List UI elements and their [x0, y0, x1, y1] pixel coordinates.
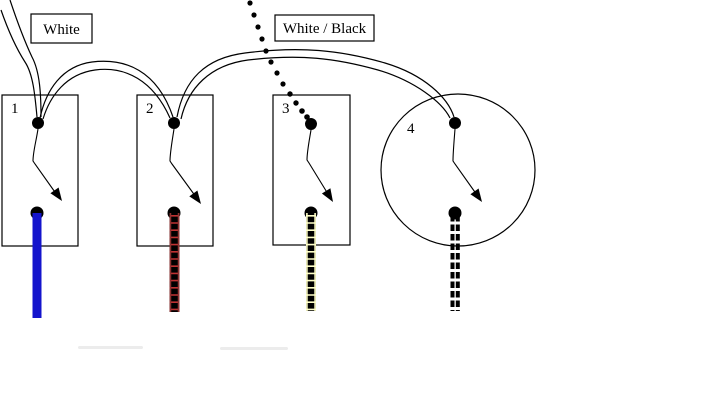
- wire-dot: [255, 24, 261, 30]
- switch-3-arm: [306, 129, 329, 195]
- switch-4-arm: [452, 128, 478, 196]
- wire-dot: [274, 70, 280, 76]
- traveler-wire-pair-1-2: [39, 60, 174, 120]
- switch-4-circle: [380, 93, 536, 247]
- wire-dot: [263, 48, 269, 54]
- switch-3: 3: [282, 101, 333, 311]
- switch-2-number: 2: [146, 101, 154, 117]
- faint-mark-left: [78, 346, 143, 349]
- wire-black-core: [169, 213, 180, 312]
- wire-dot: [259, 36, 265, 42]
- wire-dot: [247, 0, 253, 6]
- wire-dot: [280, 81, 286, 87]
- switch-1-top-terminal-dot: [32, 117, 44, 129]
- switch-3-arrow-icon: [321, 188, 333, 202]
- traveler-wire-line: [42, 68, 171, 120]
- switch-4-dashed-wire: [450, 215, 460, 311]
- feed-wire-line: [0, 9, 38, 118]
- switch-1-arm: [32, 128, 58, 196]
- wire-dot: [268, 59, 274, 65]
- switch-2: 2: [146, 101, 201, 312]
- switch-4-arrow-icon: [470, 188, 482, 202]
- wire-black-core: [306, 213, 316, 311]
- white-black-label-text: White / Black: [283, 21, 367, 37]
- switch-2-arm: [169, 128, 197, 198]
- switch-3-yellow-ladder-wire: [306, 213, 316, 311]
- traveler-wire-line: [176, 48, 455, 118]
- switch-2-red-ladder-wire: [169, 213, 180, 312]
- white-label-text: White: [43, 22, 80, 38]
- switch-3-top-terminal-dot: [305, 118, 317, 130]
- switch-1: 1: [11, 101, 62, 318]
- white-black-label-box: [274, 14, 375, 42]
- faint-mark-right: [220, 347, 288, 350]
- white-black-dotted-wire: [247, 0, 310, 120]
- white-label-box: [30, 13, 93, 44]
- switch-1-arrow-icon: [50, 187, 62, 201]
- wire-dot: [293, 100, 299, 106]
- white-feed-wire-pair: [0, 0, 42, 118]
- switch-4-number: 4: [407, 121, 415, 137]
- wire-dot: [304, 114, 310, 120]
- switch-1-number: 1: [11, 101, 19, 117]
- switch-4-top-terminal-dot: [449, 117, 461, 129]
- switch-2-arrow-icon: [189, 190, 201, 204]
- switch-2-top-terminal-dot: [168, 117, 180, 129]
- switch-3-number: 3: [282, 101, 290, 117]
- traveler-wire-line: [180, 56, 451, 120]
- wire-dot: [287, 91, 293, 97]
- wire-dot: [251, 12, 257, 18]
- white-black-label: White / Black: [274, 14, 375, 42]
- traveler-wire-line: [39, 60, 174, 119]
- wire-dot: [299, 108, 305, 114]
- switch-4: 4: [407, 117, 482, 311]
- white-label: White: [30, 13, 93, 44]
- switch-1-blue-wire: [32, 213, 42, 318]
- feed-wire-line: [9, 0, 42, 118]
- traveler-wire-pair-2-4: [176, 48, 455, 120]
